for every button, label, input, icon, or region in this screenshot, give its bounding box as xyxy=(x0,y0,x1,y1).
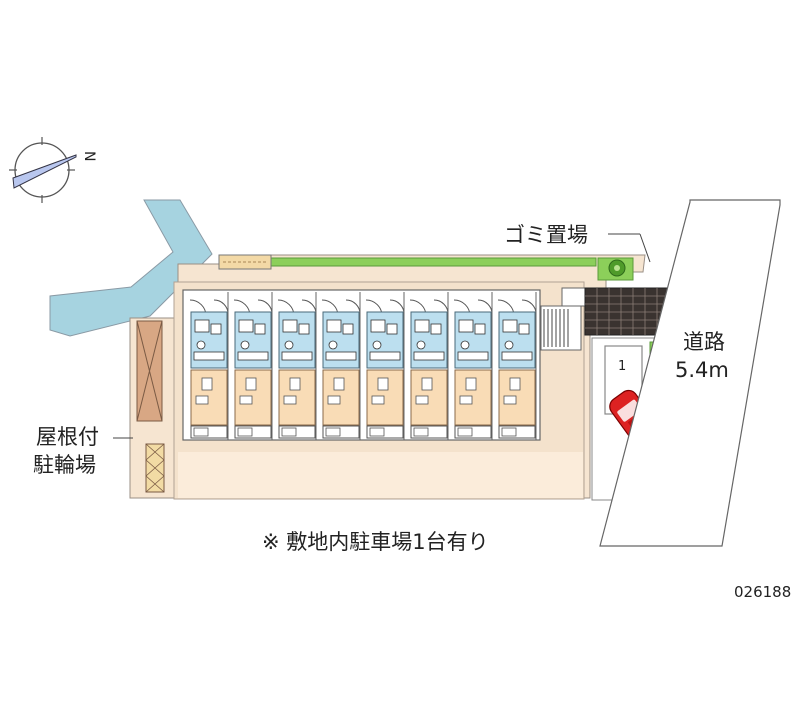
apartment-unit xyxy=(277,292,317,440)
apartment-unit xyxy=(321,292,361,440)
compass-needle xyxy=(12,154,77,189)
road-name-label: 道路 xyxy=(683,330,725,354)
bike-shelter-label-line1: 屋根付 xyxy=(36,425,99,449)
road-width-label: 5.4m xyxy=(675,358,729,382)
garbage-area-label: ゴミ置場 xyxy=(504,223,588,247)
stairs xyxy=(540,305,582,351)
compass-north-label: N xyxy=(81,151,97,161)
apartment-units xyxy=(189,292,537,440)
apartment-unit xyxy=(409,292,449,440)
property-code: 026188 xyxy=(734,583,791,601)
apartment-unit xyxy=(189,292,229,440)
apartment-unit xyxy=(365,292,405,440)
compass: N xyxy=(9,137,97,203)
apartment-unit xyxy=(233,292,273,440)
apartment-unit xyxy=(453,292,493,440)
parking-note: ※ 敷地内駐車場1台有り xyxy=(262,530,489,554)
open-lot xyxy=(178,452,583,498)
road xyxy=(599,199,781,547)
canal xyxy=(49,199,213,337)
hedge xyxy=(270,257,597,267)
apartment-unit xyxy=(497,292,537,440)
parking-space-number: 1 xyxy=(618,359,626,374)
bike-shelter-label-line2: 駐輪場 xyxy=(33,453,96,477)
